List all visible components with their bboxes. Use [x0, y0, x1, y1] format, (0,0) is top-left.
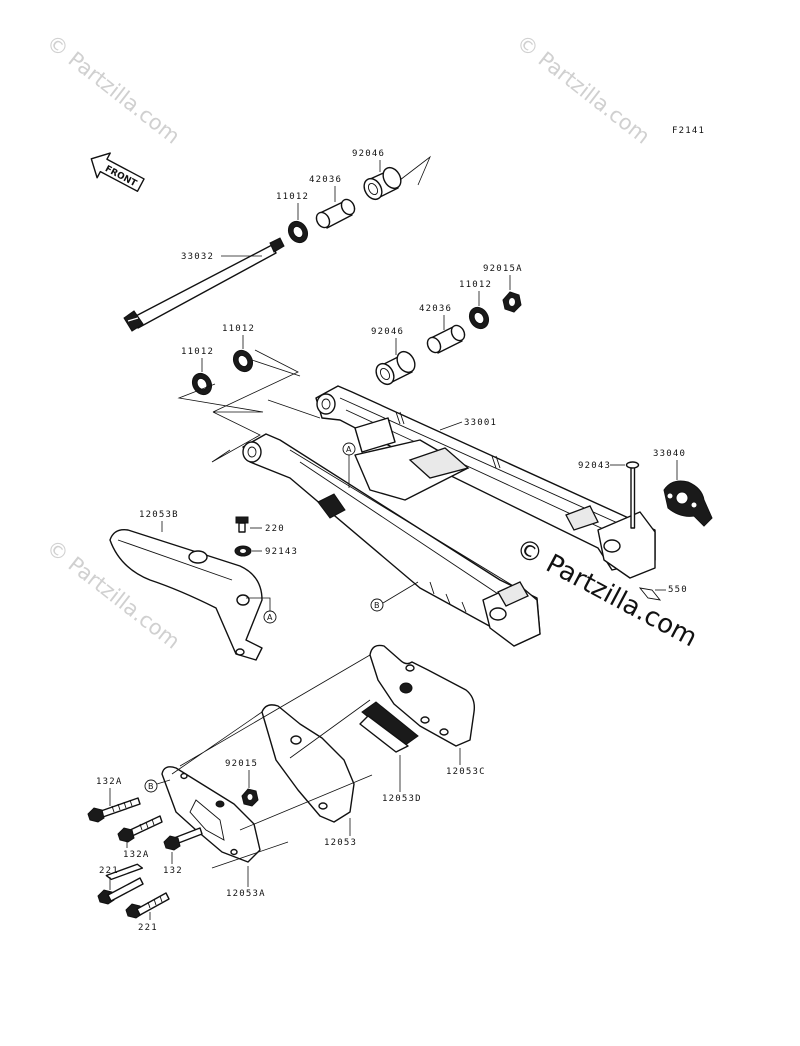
guard-plate-12053A[interactable]: [161, 766, 261, 863]
watermark-top-left: © Partzilla.com: [42, 30, 184, 149]
nut-92015A[interactable]: [502, 291, 522, 313]
label-33001: 33001: [464, 418, 497, 428]
watermark-top-right: © Partzilla.com: [512, 30, 654, 149]
bolt-132[interactable]: [163, 827, 203, 851]
screw-220[interactable]: [235, 516, 249, 533]
label-12053B: 12053B: [139, 510, 179, 520]
label-221-a: 221: [99, 866, 119, 876]
label-132A-a: 132A: [96, 777, 122, 787]
guide-assembly-lines: [171, 654, 373, 869]
label-132: 132: [163, 866, 183, 876]
label-92015A: 92015A: [483, 264, 523, 274]
callout-b-guide: B: [144, 779, 171, 793]
label-42036-top: 42036: [309, 175, 342, 185]
label-11012-right: 11012: [459, 280, 492, 290]
callout-a-upper: A: [342, 442, 356, 488]
bearing-92046-top[interactable]: [361, 164, 405, 202]
collar-42036-right[interactable]: [425, 323, 467, 355]
bearing-92046-right[interactable]: [373, 348, 419, 387]
callout-a-upper-text: A: [346, 445, 352, 454]
pin-92043[interactable]: [625, 461, 640, 529]
label-92043: 92043: [578, 461, 611, 471]
wear-pad-12053D[interactable]: [359, 701, 419, 753]
seal-11012-mid[interactable]: [230, 347, 257, 375]
chain-adjuster-33040[interactable]: [663, 480, 713, 527]
label-550: 550: [668, 585, 688, 595]
label-11012-top: 11012: [276, 192, 309, 202]
label-220: 220: [265, 524, 285, 534]
chain-slider-12053B[interactable]: [109, 529, 263, 661]
label-92046-right: 92046: [371, 327, 404, 337]
guide-plate-12053C[interactable]: [369, 644, 476, 747]
bolt-221-a[interactable]: [97, 857, 144, 905]
swingarm-33001[interactable]: [242, 385, 656, 647]
seal-11012-left[interactable]: [189, 370, 216, 398]
callout-a-lower-text: A: [267, 613, 273, 622]
figure-code: F2141: [672, 126, 705, 136]
label-33032: 33032: [181, 252, 214, 262]
callout-b-arm: B: [370, 581, 419, 612]
assembly-guide-lines: [177, 349, 321, 463]
label-11012-mid: 11012: [222, 324, 255, 334]
label-92143: 92143: [265, 547, 298, 557]
label-132A-b: 132A: [123, 850, 149, 860]
label-92015: 92015: [225, 759, 258, 769]
label-12053: 12053: [324, 838, 357, 848]
bolt-132A-b[interactable]: [117, 815, 163, 843]
seal-11012-right[interactable]: [466, 304, 493, 332]
label-92046-top: 92046: [352, 149, 385, 159]
callout-a-lower: A: [246, 597, 277, 624]
collar-42036-top[interactable]: [314, 197, 357, 230]
cotter-550[interactable]: [638, 587, 662, 601]
label-12053A: 12053A: [226, 889, 266, 899]
label-11012-left: 11012: [181, 347, 214, 357]
label-221-b: 221: [138, 923, 158, 933]
bolt-221-b[interactable]: [125, 892, 170, 919]
label-12053C: 12053C: [446, 767, 486, 777]
label-12053D: 12053D: [382, 794, 422, 804]
callout-b-arm-text: B: [374, 601, 380, 610]
bolt-132A-a[interactable]: [87, 797, 141, 823]
callout-b-guide-text: B: [148, 782, 154, 791]
label-33040: 33040: [653, 449, 686, 459]
front-arrow: FRONT: [90, 152, 145, 193]
guide-plate-12053[interactable]: [261, 704, 355, 823]
label-42036-right: 42036: [419, 304, 452, 314]
pivot-shaft-33032[interactable]: [123, 237, 285, 332]
seal-11012-top[interactable]: [285, 218, 312, 246]
nut-92015[interactable]: [241, 788, 259, 807]
collar-92143[interactable]: [234, 545, 252, 557]
